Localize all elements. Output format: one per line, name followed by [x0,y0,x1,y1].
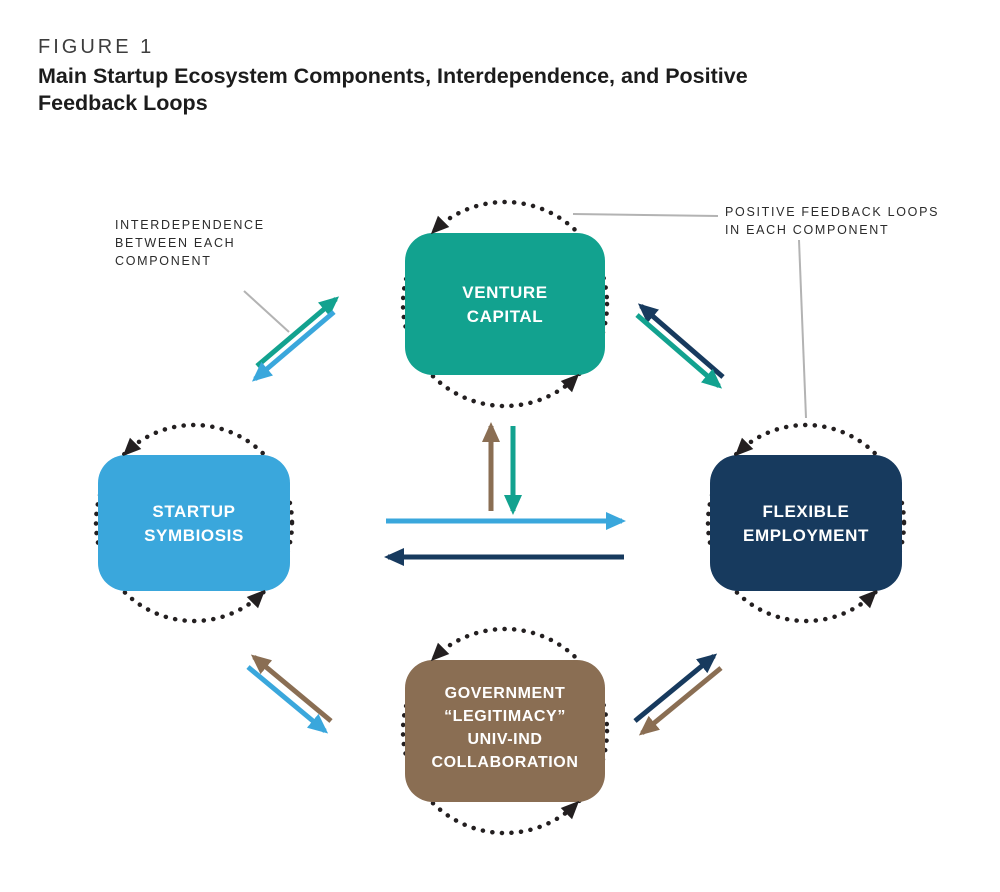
flexible-employment-label-line1: FLEXIBLE [763,502,850,521]
feedback-note-line2: IN EACH COMPONENT [725,223,889,237]
startup-symbiosis-label-line2: SYMBIOSIS [144,526,244,545]
government-label-line4: COLLABORATION [431,754,578,771]
loop-arrowhead-vc-bottom [560,373,580,393]
arrow-ss-to-vc [255,296,340,368]
venture-capital-label-line2: CAPITAL [467,307,544,326]
venture-capital-box [405,233,605,375]
interdependence-note-line1: INTERDEPENDENCE [115,218,265,232]
annotation-lines [243,213,807,419]
government-label-line3: UNIV-IND [467,731,542,748]
figure-label: FIGURE 1 [38,36,155,58]
startup-symbiosis-box [98,455,290,591]
loop-arrowhead-ss-bottom [246,589,266,609]
component-flexible-employment: FLEXIBLE EMPLOYMENT [710,455,902,591]
feedback-note-line1: POSITIVE FEEDBACK LOOPS [725,205,939,219]
government-label-line1: GOVERNMENT [445,685,566,702]
flexible-employment-box [710,455,902,591]
venture-capital-label-line1: VENTURE [462,283,547,302]
arrow-gov-to-ss [250,654,333,723]
feedback-circles [93,199,907,836]
annotation-feedback-loops: POSITIVE FEEDBACK LOOPS IN EACH COMPONEN… [725,205,939,237]
interdependence-arrows [246,296,725,736]
government-box [405,660,605,802]
arrow-vc-to-fe [635,313,723,389]
feedback-pointer-line-venture [572,213,719,217]
annotation-interdependence: INTERDEPENDENCE BETWEEN EACH COMPONENT [115,218,265,268]
feedback-circle-flexible-employment [705,422,907,624]
arrow-gov-to-fe [633,653,718,723]
figure-title-line1: Main Startup Ecosystem Components, Inter… [38,64,748,88]
feedback-circle-arrowheads [122,215,878,820]
loop-arrowhead-vc-top [430,215,450,235]
interdependence-pointer-line [243,290,290,333]
loop-arrowhead-gov-top [430,642,450,662]
feedback-circle-venture-capital [400,199,610,409]
flexible-employment-label-line2: EMPLOYMENT [743,526,869,545]
loop-arrowhead-ss-top [122,437,142,457]
startup-symbiosis-label-line1: STARTUP [152,502,235,521]
loop-arrowhead-gov-bottom [560,800,580,820]
arrow-fe-to-gov [638,666,723,736]
component-startup-symbiosis: STARTUP SYMBIOSIS [98,455,290,591]
component-venture-capital: VENTURE CAPITAL [405,233,605,375]
arrow-vc-to-ss [251,310,336,382]
arrow-fe-to-vc [637,303,725,379]
government-label-line2: “LEGITIMACY” [444,708,566,725]
component-government: GOVERNMENT “LEGITIMACY” UNIV-IND COLLABO… [405,660,605,802]
interdependence-note-line2: BETWEEN EACH [115,236,235,250]
loop-arrowhead-fe-top [734,437,754,457]
arrow-ss-to-gov [246,665,329,734]
feedback-circle-startup-symbiosis [93,422,295,624]
interdependence-note-line3: COMPONENT [115,254,212,268]
loop-arrowhead-fe-bottom [858,589,878,609]
figure-title: Main Startup Ecosystem Components, Inter… [38,63,748,117]
figure-title-line2: Feedback Loops [38,91,208,115]
feedback-circle-government [400,626,610,836]
feedback-pointer-line-employment [798,239,807,419]
